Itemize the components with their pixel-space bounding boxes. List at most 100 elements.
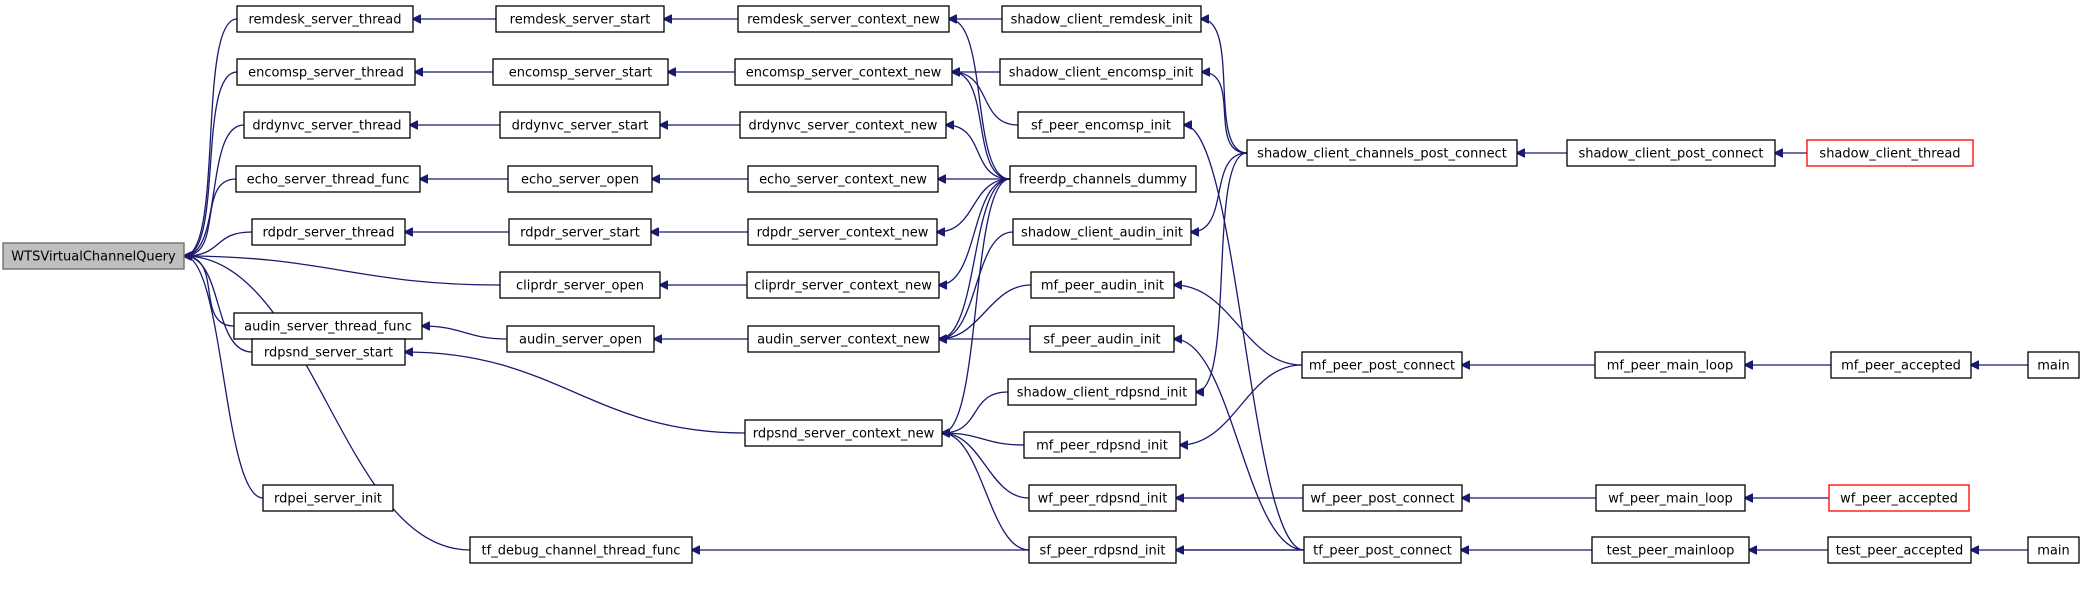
node-tf-peer-post-connect[interactable]: tf_peer_post_connect — [1303, 536, 1462, 564]
node-encomsp-server-start[interactable]: encomsp_server_start — [492, 58, 669, 86]
node-audin-server-thread-func[interactable]: audin_server_thread_func — [233, 312, 423, 340]
node-box[interactable] — [499, 271, 661, 299]
node-rdpsnd-server-start[interactable]: rdpsnd_server_start — [251, 338, 406, 366]
node-box[interactable] — [1591, 536, 1750, 564]
node-box[interactable] — [262, 484, 394, 512]
node-box[interactable] — [236, 5, 414, 33]
node-box[interactable] — [1017, 111, 1185, 139]
node-sf-peer-rdpsnd-init[interactable]: sf_peer_rdpsnd_init — [1028, 536, 1177, 564]
node-box[interactable] — [469, 536, 693, 564]
node-box[interactable] — [1007, 378, 1197, 406]
node-mf-peer-audin-init[interactable]: mf_peer_audin_init — [1030, 271, 1175, 299]
node-box[interactable] — [1827, 536, 1972, 564]
node-shadow-client-post-connect[interactable]: shadow_client_post_connect — [1566, 139, 1776, 167]
node-remdesk-server-start[interactable]: remdesk_server_start — [495, 5, 665, 33]
node-box[interactable] — [251, 338, 406, 366]
node-box[interactable] — [737, 5, 950, 33]
node-box[interactable] — [492, 58, 669, 86]
node-drdynvc-server-context-new[interactable]: drdynvc_server_context_new — [739, 111, 947, 139]
node-sf-peer-encomsp-init[interactable]: sf_peer_encomsp_init — [1017, 111, 1185, 139]
node-test-peer-accepted[interactable]: test_peer_accepted — [1827, 536, 1972, 564]
node-box[interactable] — [734, 58, 953, 86]
node-box[interactable] — [506, 325, 655, 353]
node-box[interactable] — [1028, 536, 1177, 564]
node-box[interactable] — [1028, 484, 1177, 512]
node-box[interactable] — [1303, 536, 1462, 564]
node-wtsvirtualchannelquery[interactable]: WTSVirtualChannelQuery — [2, 242, 185, 270]
node-rdpei-server-init[interactable]: rdpei_server_init — [262, 484, 394, 512]
node-box[interactable] — [2027, 351, 2080, 379]
node-audin-server-open[interactable]: audin_server_open — [506, 325, 655, 353]
node-main[interactable]: main — [2027, 536, 2080, 564]
node-box[interactable] — [747, 325, 940, 353]
node-encomsp-server-thread[interactable]: encomsp_server_thread — [236, 58, 416, 86]
node-box[interactable] — [1566, 139, 1776, 167]
node-wf-peer-main-loop[interactable]: wf_peer_main_loop — [1595, 484, 1746, 512]
node-box[interactable] — [2027, 536, 2080, 564]
node-box[interactable] — [499, 111, 661, 139]
node-box[interactable] — [744, 419, 943, 447]
node-shadow-client-remdesk-init[interactable]: shadow_client_remdesk_init — [1001, 5, 1202, 33]
node-mf-peer-main-loop[interactable]: mf_peer_main_loop — [1594, 351, 1746, 379]
node-box[interactable] — [1012, 218, 1192, 246]
node-box[interactable] — [739, 111, 947, 139]
node-box[interactable] — [999, 58, 1203, 86]
node-box[interactable] — [747, 218, 938, 246]
node-shadow-client-thread[interactable]: shadow_client_thread — [1806, 139, 1974, 167]
node-mf-peer-accepted[interactable]: mf_peer_accepted — [1830, 351, 1972, 379]
node-shadow-client-audin-init[interactable]: shadow_client_audin_init — [1012, 218, 1192, 246]
node-box[interactable] — [235, 165, 421, 193]
node-rdpsnd-server-context-new[interactable]: rdpsnd_server_context_new — [744, 419, 943, 447]
node-box[interactable] — [746, 271, 940, 299]
node-audin-server-context-new[interactable]: audin_server_context_new — [747, 325, 940, 353]
node-box[interactable] — [1246, 139, 1518, 167]
node-rdpdr-server-thread[interactable]: rdpdr_server_thread — [251, 218, 406, 246]
node-encomsp-server-context-new[interactable]: encomsp_server_context_new — [734, 58, 953, 86]
node-box[interactable] — [508, 218, 652, 246]
node-shadow-client-encomsp-init[interactable]: shadow_client_encomsp_init — [999, 58, 1203, 86]
node-remdesk-server-thread[interactable]: remdesk_server_thread — [236, 5, 414, 33]
node-shadow-client-rdpsnd-init[interactable]: shadow_client_rdpsnd_init — [1007, 378, 1197, 406]
node-tf-debug-channel-thread-func[interactable]: tf_debug_channel_thread_func — [469, 536, 693, 564]
node-echo-server-thread-func[interactable]: echo_server_thread_func — [235, 165, 421, 193]
node-freerdp-channels-dummy[interactable]: freerdp_channels_dummy — [1009, 165, 1197, 193]
node-test-peer-mainloop[interactable]: test_peer_mainloop — [1591, 536, 1750, 564]
node-box[interactable] — [1001, 5, 1202, 33]
node-wf-peer-rdpsnd-init[interactable]: wf_peer_rdpsnd_init — [1028, 484, 1177, 512]
node-box[interactable] — [1009, 165, 1197, 193]
node-drdynvc-server-start[interactable]: drdynvc_server_start — [499, 111, 661, 139]
node-box[interactable] — [1830, 351, 1972, 379]
node-box[interactable] — [2, 242, 185, 270]
node-box[interactable] — [1594, 351, 1746, 379]
node-rdpdr-server-start[interactable]: rdpdr_server_start — [508, 218, 652, 246]
node-drdynvc-server-thread[interactable]: drdynvc_server_thread — [243, 111, 411, 139]
node-box[interactable] — [243, 111, 411, 139]
node-cliprdr-server-open[interactable]: cliprdr_server_open — [499, 271, 661, 299]
node-wf-peer-post-connect[interactable]: wf_peer_post_connect — [1302, 484, 1463, 512]
node-main[interactable]: main — [2027, 351, 2080, 379]
node-cliprdr-server-context-new[interactable]: cliprdr_server_context_new — [746, 271, 940, 299]
node-box[interactable] — [507, 165, 653, 193]
node-box[interactable] — [1023, 431, 1181, 459]
node-sf-peer-audin-init[interactable]: sf_peer_audin_init — [1029, 325, 1175, 353]
node-rdpdr-server-context-new[interactable]: rdpdr_server_context_new — [747, 218, 938, 246]
node-box[interactable] — [1030, 271, 1175, 299]
node-wf-peer-accepted[interactable]: wf_peer_accepted — [1828, 484, 1970, 512]
node-box[interactable] — [495, 5, 665, 33]
node-shadow-client-channels-post-connect[interactable]: shadow_client_channels_post_connect — [1246, 139, 1518, 167]
node-echo-server-open[interactable]: echo_server_open — [507, 165, 653, 193]
node-mf-peer-post-connect[interactable]: mf_peer_post_connect — [1301, 351, 1463, 379]
node-mf-peer-rdpsnd-init[interactable]: mf_peer_rdpsnd_init — [1023, 431, 1181, 459]
node-box[interactable] — [1301, 351, 1463, 379]
node-box[interactable] — [1595, 484, 1746, 512]
node-box[interactable] — [1029, 325, 1175, 353]
node-remdesk-server-context-new[interactable]: remdesk_server_context_new — [737, 5, 950, 33]
node-box[interactable] — [747, 165, 939, 193]
node-box[interactable] — [1828, 484, 1970, 512]
node-box[interactable] — [233, 312, 423, 340]
node-box[interactable] — [236, 58, 416, 86]
node-box[interactable] — [251, 218, 406, 246]
node-box[interactable] — [1806, 139, 1974, 167]
node-box[interactable] — [1302, 484, 1463, 512]
node-echo-server-context-new[interactable]: echo_server_context_new — [747, 165, 939, 193]
